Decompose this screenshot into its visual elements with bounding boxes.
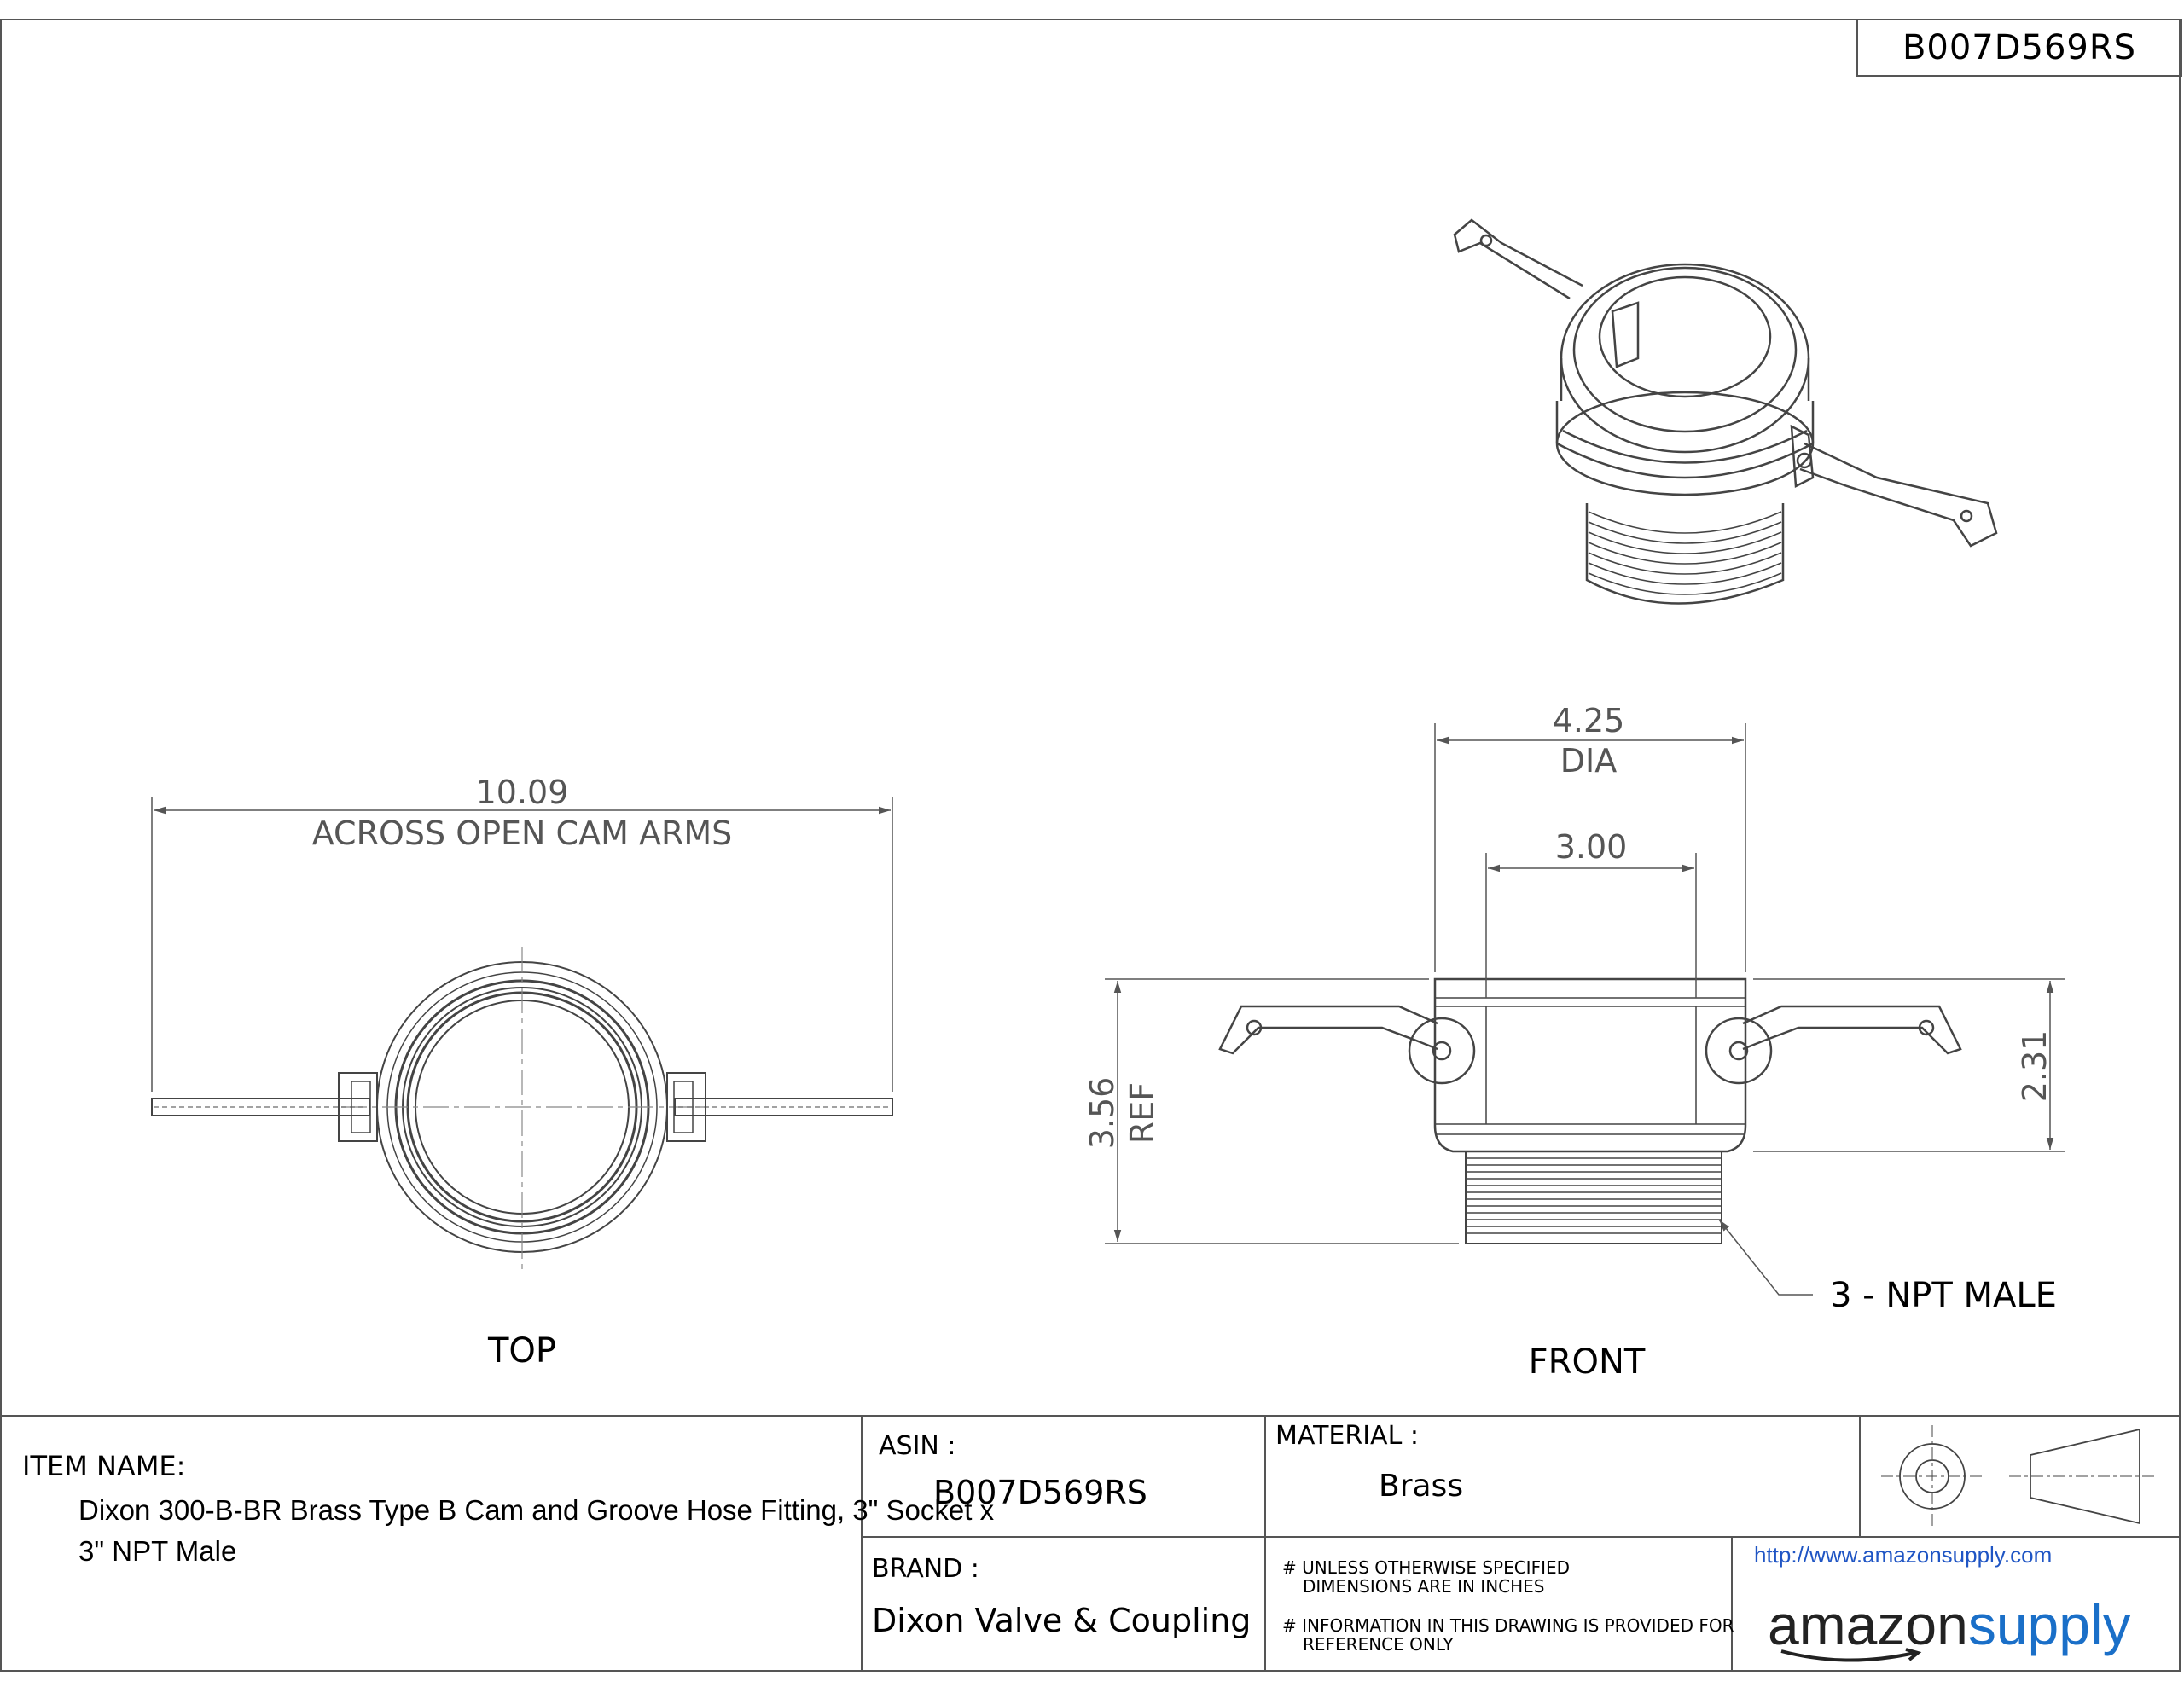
note-reference-line1: # INFORMATION IN THIS DRAWING IS PROVIDE…: [1282, 1615, 1734, 1636]
asin-value: B007D569RS: [933, 1474, 1147, 1511]
front-view-label: FRONT: [1529, 1342, 1646, 1382]
projection-symbol: [1881, 1425, 2158, 1528]
front-height-note: REF: [1124, 1082, 1161, 1144]
item-name-line1: Dixon 300-B-BR Brass Type B Cam and Groo…: [78, 1494, 995, 1526]
header-asin: B007D569RS: [1856, 19, 2182, 77]
asin-label: ASIN :: [879, 1431, 956, 1461]
logo-amazon-text: amazon: [1768, 1593, 1968, 1656]
brand-label: BRAND :: [872, 1554, 979, 1584]
drawing-frame: [0, 19, 2181, 1672]
thread-callout: 3 - NPT MALE: [1830, 1276, 2057, 1315]
top-view-label: TOP: [487, 1331, 556, 1371]
top-dim-value: 10.09: [476, 774, 569, 811]
brand-value: Dixon Valve & Coupling: [872, 1602, 1252, 1639]
top-view: [151, 947, 893, 1271]
front-dimension-lines: [1105, 723, 2065, 1296]
note-units-line1: # UNLESS OTHERWISE SPECIFIED: [1282, 1557, 1571, 1578]
note-units-line2: DIMENSIONS ARE IN INCHES: [1303, 1576, 1545, 1597]
item-name-line2: 3" NPT Male: [78, 1535, 237, 1567]
front-body-value: 2.31: [2016, 1030, 2053, 1103]
logo-supply-text: supply: [1967, 1593, 2131, 1656]
amazonsupply-logo: amazonsupply: [1768, 1593, 2131, 1662]
material-label: MATERIAL :: [1275, 1421, 1419, 1451]
logo-smile-icon: [1780, 1648, 1922, 1662]
top-dim-note: ACROSS OPEN CAM ARMS: [312, 815, 733, 852]
website-link[interactable]: http://www.amazonsupply.com: [1754, 1542, 2053, 1568]
item-name-label: ITEM NAME:: [22, 1450, 186, 1482]
front-height-value: 3.56: [1083, 1077, 1121, 1150]
front-dia-value: 4.25: [1553, 702, 1625, 739]
top-dimension-line: [151, 797, 893, 1092]
front-view: [1218, 977, 1962, 1244]
material-value: Brass: [1379, 1469, 1464, 1504]
isometric-view: [1453, 218, 1998, 605]
front-inner-value: 3.00: [1555, 828, 1628, 866]
front-dia-note: DIA: [1560, 742, 1617, 780]
title-block-grid: [0, 1415, 2181, 1672]
note-reference-line2: REFERENCE ONLY: [1303, 1634, 1454, 1655]
